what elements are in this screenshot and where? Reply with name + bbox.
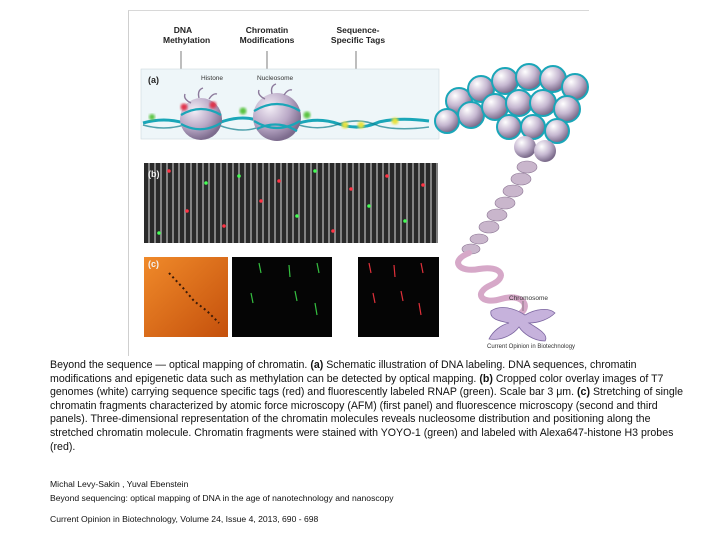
nucleosome-octamer bbox=[253, 93, 301, 141]
figure: DNA Methylation Chromatin Modifications … bbox=[128, 10, 589, 356]
reference-journal: Current Opinion in Biotechnology, Volume… bbox=[50, 514, 319, 524]
modification-mark bbox=[303, 111, 311, 119]
caption-c-text: Stretching of single chromatin fragments… bbox=[50, 386, 684, 453]
tag-mark bbox=[357, 121, 365, 129]
header-sequence-tags: Sequence-Specific Tags bbox=[330, 25, 386, 45]
modification-mark bbox=[239, 107, 247, 115]
figure-credit: Current Opinion in Biotechnology bbox=[487, 344, 576, 350]
green-fragments bbox=[250, 262, 320, 316]
histone-tails bbox=[183, 87, 218, 104]
caption-c-label: (c) bbox=[577, 386, 590, 399]
caption-a-text: Schematic illustration of DNA labeling. … bbox=[50, 359, 637, 385]
histone-wrap bbox=[180, 107, 222, 131]
red-fragments bbox=[368, 262, 424, 316]
histone-label: Histone bbox=[201, 75, 224, 82]
caption-b-label: (b) bbox=[479, 372, 493, 385]
methylation-mark bbox=[180, 103, 188, 111]
header-chromatin-modifications: Chromatin Modifications bbox=[239, 25, 295, 45]
chromatin-coil bbox=[461, 160, 538, 255]
nucleosome-label: Nucleosome bbox=[257, 75, 294, 82]
reference-title: Beyond sequencing: optical mapping of DN… bbox=[50, 493, 394, 503]
panel-c-label: (c) bbox=[148, 259, 159, 269]
chromosome-shape bbox=[488, 307, 556, 342]
chromatin-loop bbox=[455, 250, 528, 316]
figure-caption: Beyond the sequence — optical mapping of… bbox=[50, 359, 690, 454]
tag-mark bbox=[391, 117, 399, 125]
panel-b-image bbox=[144, 163, 438, 243]
panel-c-red-channel bbox=[358, 257, 439, 337]
nucleosome-tails bbox=[257, 83, 293, 100]
modification-mark bbox=[149, 114, 155, 120]
caption-a-label: (a) bbox=[310, 359, 324, 371]
nucleosome-wrap bbox=[253, 102, 301, 132]
methylation-mark bbox=[209, 101, 217, 109]
caption-b-text: Cropped color overlay images of T7 genom… bbox=[50, 372, 664, 399]
chromatin-fiber-cluster bbox=[434, 63, 589, 162]
figure-illustration bbox=[140, 51, 589, 342]
caption-intro: Beyond the sequence — optical mapping of… bbox=[50, 359, 308, 371]
panel-b-spots bbox=[157, 169, 425, 235]
panel-a-label: (a) bbox=[148, 75, 159, 85]
panel-c-afm bbox=[144, 257, 228, 337]
header-dna-methylation: DNA Methylation bbox=[163, 25, 211, 45]
tag-mark bbox=[341, 121, 349, 129]
chromosome-label: Chromosome bbox=[509, 295, 549, 302]
histone-octamer bbox=[180, 98, 222, 140]
reference-authors: Michal Levy-Sakin , Yuval Ebenstein bbox=[50, 479, 189, 489]
panel-c-green-channel bbox=[232, 257, 332, 337]
panel-b-label: (b) bbox=[148, 169, 160, 179]
